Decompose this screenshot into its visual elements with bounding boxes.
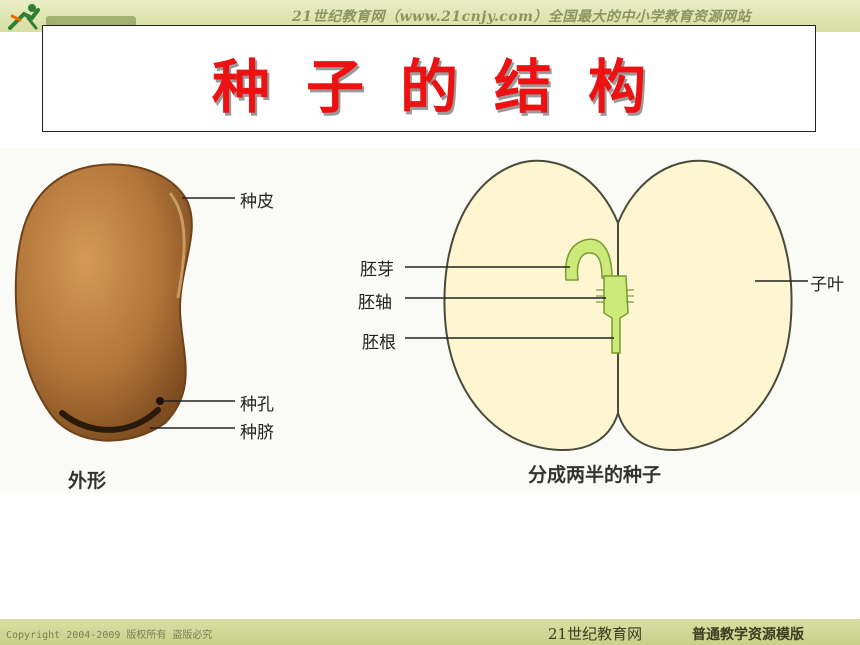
diagram-canvas	[14, 159, 808, 452]
page-title: 种子的结构	[211, 53, 682, 121]
left-cotyledon	[443, 159, 619, 452]
micropyle-mark	[156, 397, 164, 405]
title-box: 种子的结构	[42, 25, 816, 132]
right-cotyledon	[617, 159, 793, 452]
label-micropyle: 种孔	[240, 395, 274, 415]
bean-highlight	[168, 192, 186, 299]
runner-icon	[8, 4, 40, 30]
label-seed-coat: 种皮	[240, 192, 274, 212]
embryo-plumule	[564, 238, 613, 281]
caption-split-seed: 分成两半的种子	[528, 464, 662, 486]
site-banner-text: 21世纪教育网（www.21cnjy.com）全国最大的中小学教育资源网站	[292, 9, 751, 25]
footer-brand: 21世纪教育网	[548, 625, 643, 643]
label-plumule: 胚芽	[360, 260, 394, 280]
hypocotyl-stubs	[596, 289, 634, 303]
copyright-text: Copyright 2004-2009 版权所有 盗版必究	[6, 630, 213, 641]
label-radicle: 胚根	[362, 333, 396, 353]
hilum-mark	[59, 407, 161, 433]
bean-exterior	[14, 163, 193, 442]
label-hilum: 种脐	[240, 423, 274, 443]
caption-exterior: 外形	[68, 470, 107, 492]
footer-template-name: 普通教学资源模版	[692, 627, 804, 643]
embryo-hypocotyl	[603, 275, 629, 354]
seed-structure-diagram: 种皮 种孔 种脐 外形 胚芽 胚轴 胚根 子叶 分成两半的种子	[0, 148, 860, 493]
label-cotyledon: 子叶	[810, 275, 844, 295]
label-hypocotyl: 胚轴	[358, 293, 392, 313]
footer-band: Copyright 2004-2009 版权所有 盗版必究 21世纪教育网 普通…	[0, 619, 860, 645]
